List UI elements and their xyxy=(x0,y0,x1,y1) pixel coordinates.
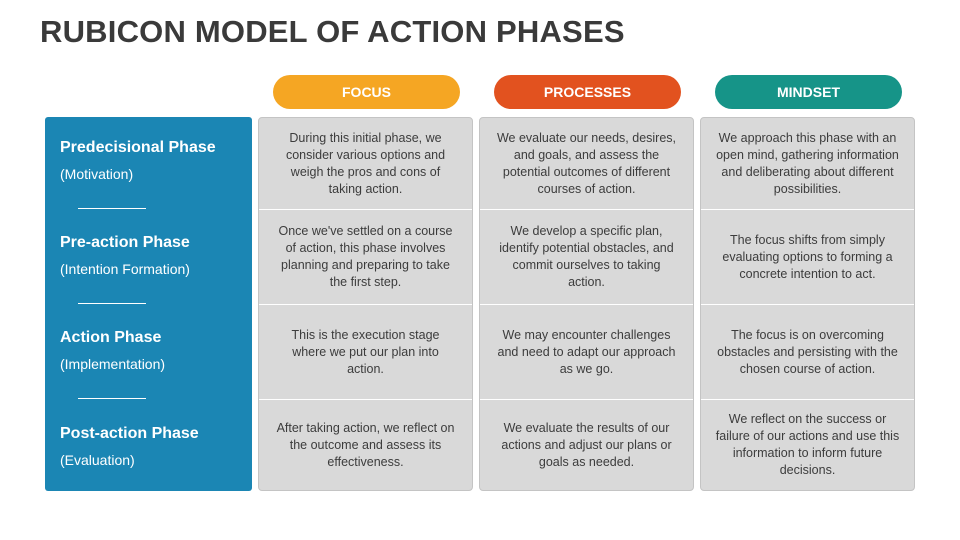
phase-subtitle: (Implementation) xyxy=(60,356,166,372)
processes-cell: We evaluate the results of our actions a… xyxy=(501,420,672,469)
row-divider xyxy=(259,304,472,305)
row-divider xyxy=(259,399,472,400)
row-divider xyxy=(480,304,693,305)
phase-name: Post-action Phase xyxy=(60,425,199,442)
processes-cell: We may encounter challenges and need to … xyxy=(497,327,676,376)
mindset-cell: We reflect on the success or failure of … xyxy=(715,412,900,477)
mindset-cell: The focus shifts from simply evaluating … xyxy=(722,232,893,281)
phase-post-action: Post-action Phase (Evaluation) xyxy=(60,425,245,468)
phase-panel: Predecisional Phase (Motivation) Pre-act… xyxy=(45,117,252,491)
processes-cell: We develop a specific plan, identify pot… xyxy=(499,224,674,289)
mindset-column: We approach this phase with an open mind… xyxy=(700,117,915,491)
phase-pre-action: Pre-action Phase (Intention Formation) xyxy=(60,234,245,277)
focus-cell: During this initial phase, we consider v… xyxy=(285,130,446,196)
processes-column: We evaluate our needs, desires, and goal… xyxy=(479,117,694,491)
processes-cell: We evaluate our needs, desires, and goal… xyxy=(496,130,677,196)
phase-divider xyxy=(78,303,146,304)
phase-name: Pre-action Phase xyxy=(60,234,190,251)
row-divider xyxy=(701,209,914,210)
row-divider xyxy=(480,209,693,210)
focus-column: During this initial phase, we consider v… xyxy=(258,117,473,491)
mindset-cell: We approach this phase with an open mind… xyxy=(716,130,899,196)
phase-action: Action Phase (Implementation) xyxy=(60,329,245,372)
phase-name: Action Phase xyxy=(60,329,162,346)
phase-subtitle: (Motivation) xyxy=(60,166,134,182)
phase-predecisional: Predecisional Phase (Motivation) xyxy=(60,139,245,182)
focus-cell: After taking action, we reflect on the o… xyxy=(276,420,455,469)
phase-subtitle: (Intention Formation) xyxy=(60,261,190,277)
processes-header: PROCESSES xyxy=(494,75,681,109)
row-divider xyxy=(480,399,693,400)
focus-cell: Once we've settled on a course of action… xyxy=(278,224,453,289)
phase-subtitle: (Evaluation) xyxy=(60,452,135,468)
row-divider xyxy=(259,209,472,210)
focus-cell: This is the execution stage where we put… xyxy=(291,327,440,376)
mindset-header: MINDSET xyxy=(715,75,902,109)
phase-divider xyxy=(78,208,146,209)
focus-header: FOCUS xyxy=(273,75,460,109)
phase-name: Predecisional Phase xyxy=(60,139,216,156)
phase-divider xyxy=(78,398,146,399)
mindset-cell: The focus is on overcoming obstacles and… xyxy=(717,327,898,376)
page-title: RUBICON MODEL OF ACTION PHASES xyxy=(40,14,625,49)
row-divider xyxy=(701,304,914,305)
row-divider xyxy=(701,399,914,400)
